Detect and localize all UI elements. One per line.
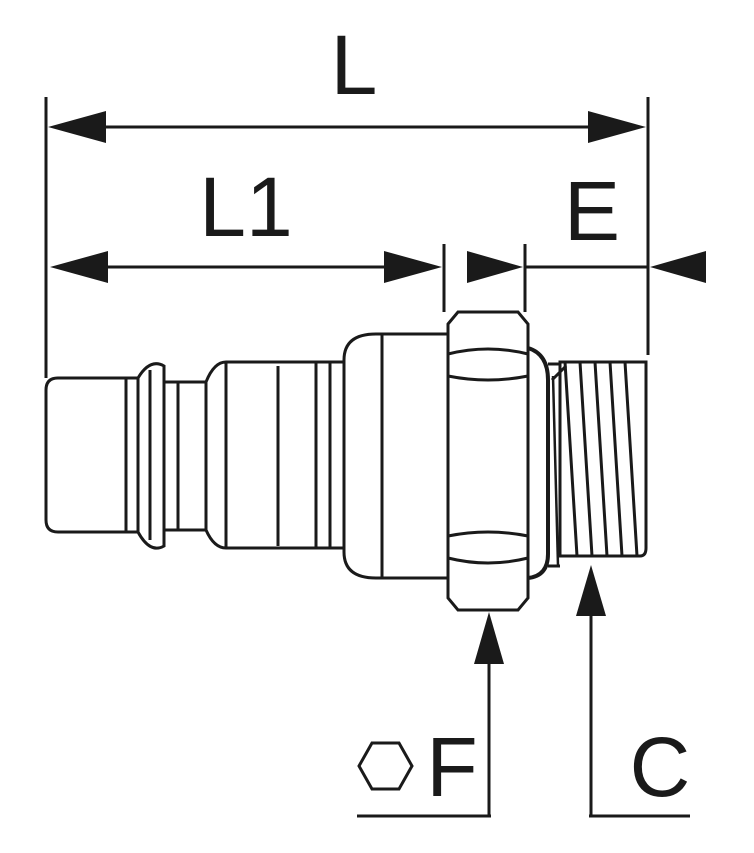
arrowhead-inward-left xyxy=(467,251,523,283)
dimension-l1: L1 xyxy=(50,160,446,312)
leader-f: F xyxy=(357,612,504,818)
arrowhead-up xyxy=(576,565,606,616)
arrowhead-right xyxy=(384,251,442,283)
arrowhead-left xyxy=(50,251,108,283)
label-f: F xyxy=(426,720,477,814)
leader-c: C xyxy=(576,565,691,818)
label-l1: L1 xyxy=(199,160,292,254)
dimension-e: E xyxy=(467,164,706,312)
label-l: L xyxy=(331,18,378,112)
dimension-l: L xyxy=(44,18,650,378)
arrowhead-left xyxy=(48,111,106,143)
arrowhead-up xyxy=(474,612,504,664)
hexagon-icon xyxy=(357,741,414,791)
coupling-plug-body xyxy=(44,310,648,612)
arrowhead-inward-right xyxy=(650,251,706,283)
arrowhead-right xyxy=(588,111,646,143)
label-e: E xyxy=(564,164,620,258)
label-c: C xyxy=(630,720,691,814)
